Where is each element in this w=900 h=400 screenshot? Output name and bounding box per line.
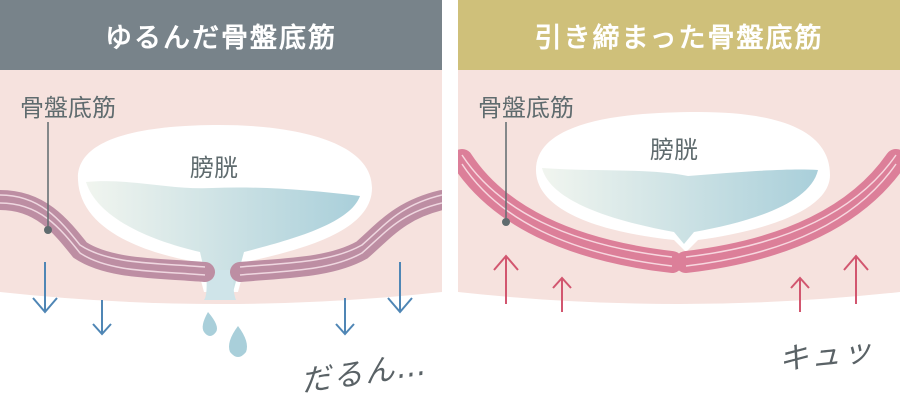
loose-illustration [0, 70, 442, 357]
tight-illustration [458, 70, 900, 312]
bladder-urine [86, 181, 360, 296]
loose-pelvic-floor-panel: ゆるんだ骨盤底筋 骨盤底筋 膀胱 だるん… [0, 0, 442, 400]
tight-pelvic-floor-panel: 引き締まった骨盤底筋 骨盤底筋 膀胱 キュッ [458, 0, 900, 400]
muscle-left [0, 190, 215, 282]
up-arrow-4 [843, 254, 869, 304]
loose-bladder-label: 膀胱 [190, 154, 238, 182]
tight-bladder-label: 膀胱 [650, 136, 698, 164]
down-arrow-4 [387, 262, 413, 314]
water-drop-large [229, 326, 247, 357]
down-arrow-1 [32, 262, 58, 314]
down-arrow-2 [92, 300, 112, 336]
up-arrow-3 [790, 276, 810, 312]
tight-muscle-label: 骨盤底筋 [478, 94, 574, 122]
muscle-left [458, 149, 683, 273]
loose-panel-title: ゆるんだ骨盤底筋 [0, 0, 442, 70]
up-arrow-2 [552, 276, 572, 312]
water-drop-small [202, 312, 217, 336]
up-arrow-1 [493, 254, 519, 304]
bladder-urine [542, 168, 818, 244]
muscle-right [675, 149, 900, 273]
down-arrow-3 [335, 298, 355, 336]
muscle-right [230, 190, 442, 282]
tight-panel-title: 引き締まった骨盤底筋 [458, 0, 900, 70]
loose-muscle-label: 骨盤底筋 [20, 94, 116, 122]
